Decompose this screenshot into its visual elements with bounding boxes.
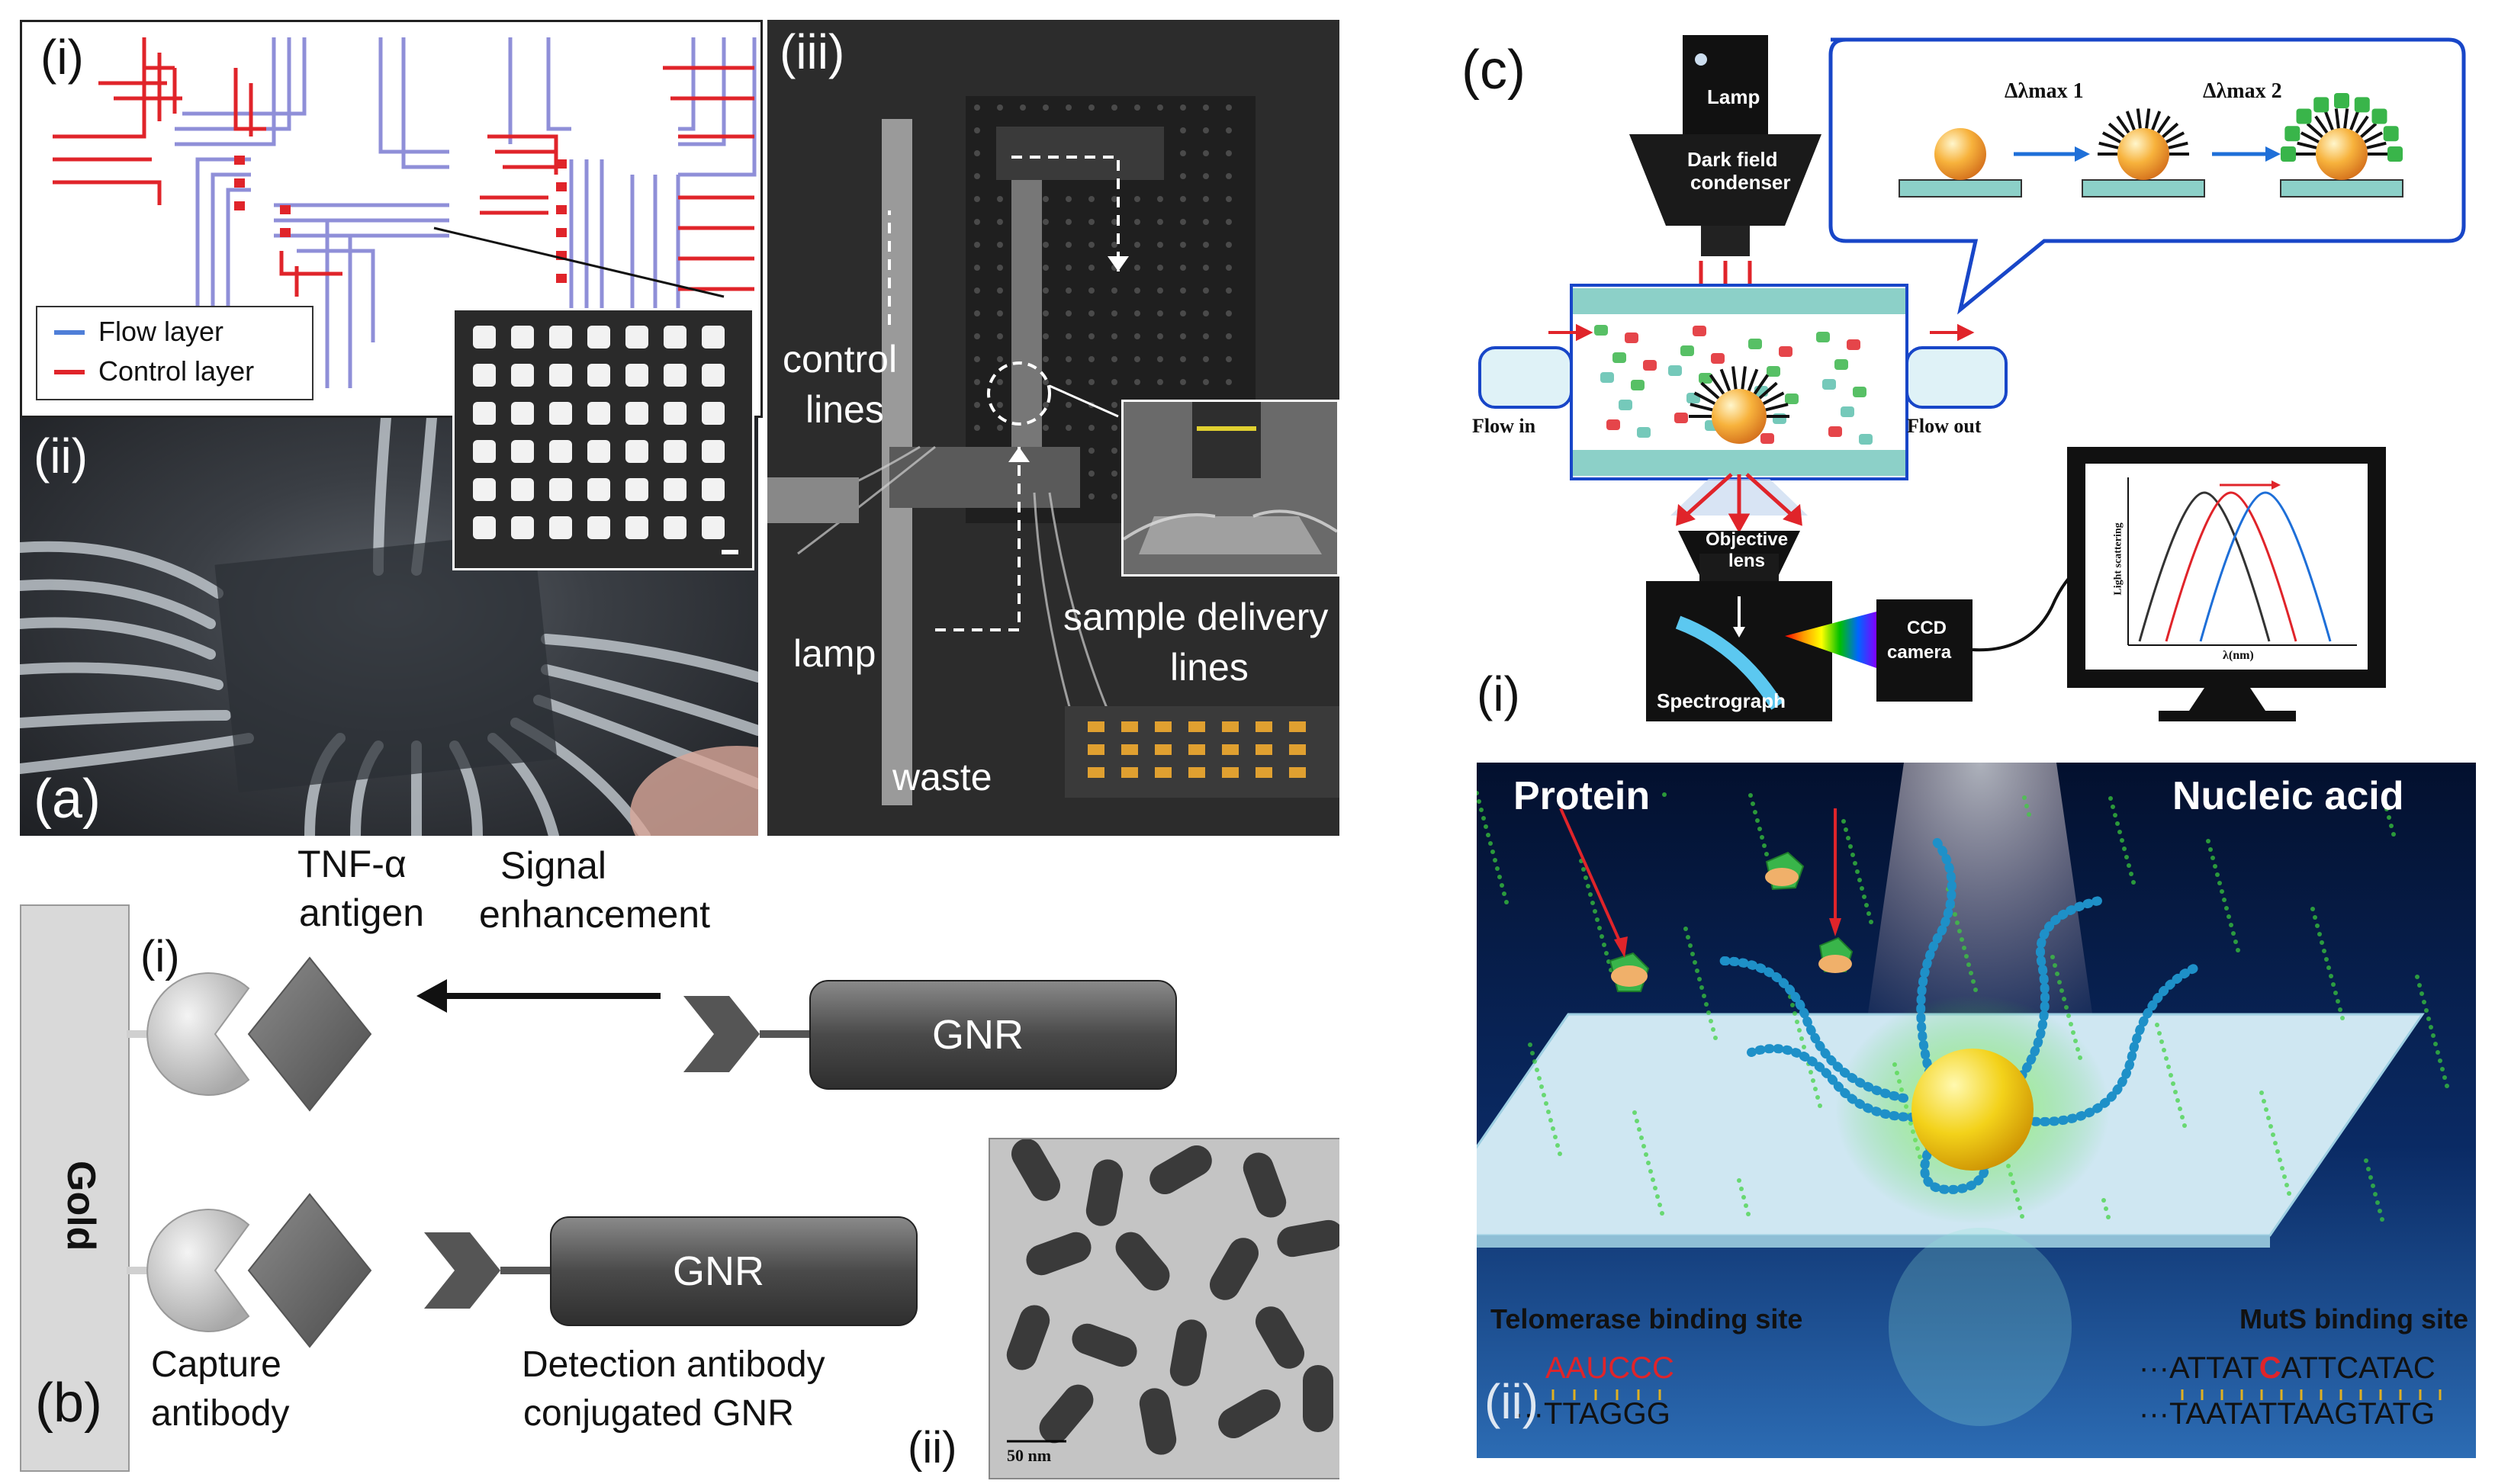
gold-substrate: [20, 904, 130, 1472]
legend-flow-swatch: [54, 330, 85, 335]
pillar-array-inset: [452, 308, 754, 570]
subpanel-c-ii-label: (ii): [1484, 1374, 1539, 1429]
signal-label-2: enhancement: [479, 893, 711, 936]
label-lamp: lamp: [793, 632, 876, 675]
detection-label-1: Detection antibody: [522, 1344, 825, 1385]
seq-right-top-c: ATTCATAC: [2281, 1351, 2436, 1385]
condenser-label-2: condenser: [1690, 171, 1791, 194]
flow-in-label: Flow in: [1472, 415, 1536, 437]
pillar-grid: [473, 326, 738, 554]
setup-inset: [1121, 400, 1339, 577]
assay-diagram: [127, 956, 1177, 1348]
panel-b-letter: (b): [35, 1373, 102, 1434]
label-control-lines-2: lines: [805, 388, 884, 431]
render-illustration: [1477, 763, 2449, 1426]
tem-image: 50 nm: [989, 1138, 1339, 1479]
detection-antibody-top: [683, 996, 760, 1072]
delta2-label: Δλmax 2: [2203, 79, 2282, 103]
panel-c-letter: (c): [1461, 40, 1526, 101]
subpanel-b-ii-label: (ii): [908, 1423, 957, 1473]
label-waste: waste: [892, 756, 992, 798]
objective-label-1: Objective: [1706, 529, 1789, 550]
muts-label: MutS binding site: [2239, 1303, 2468, 1335]
seq-right-bottom: ···TAATATTAAGTATG: [2139, 1397, 2436, 1431]
gnr-bottom-label: GNR: [673, 1248, 764, 1294]
capture-label-2: antibody: [151, 1393, 290, 1434]
subpanel-a-i-label: (i): [40, 30, 84, 85]
legend-box: Flow layer Control layer: [36, 306, 313, 400]
plot-ylabel: Light scattering: [2112, 522, 2124, 596]
label-sample-1: sample delivery: [1063, 596, 1329, 638]
chip-channel-diagram: [53, 37, 757, 388]
seq-right-top-a: ···ATTAT: [2139, 1351, 2259, 1385]
ccd-label-2: camera: [1887, 642, 1952, 663]
nanoparticle-render: Protein Nucleic acid Telomerase binding …: [1477, 763, 2476, 1458]
seq-right-top-mismatch: C: [2259, 1351, 2281, 1385]
panel-a-letter: (a): [34, 769, 101, 830]
tubing-illustration: [20, 418, 758, 836]
seq-left-bottom: ···TTAGGG: [1513, 1397, 1670, 1431]
seq-right-top: ···ATTATCATTCATAC: [2139, 1353, 2436, 1383]
gold-nanoparticle: [1911, 1049, 2034, 1171]
darkfield-diagram: [1478, 35, 2466, 721]
subpanel-a-iii-label: (iii): [780, 24, 845, 79]
legend-control-label: Control layer: [98, 355, 255, 387]
protein-label: Protein: [1513, 774, 1651, 818]
ccd-label-1: CCD: [1907, 618, 1947, 638]
telomerase-label: Telomerase binding site: [1490, 1303, 1803, 1335]
detection-label-2: conjugated GNR: [523, 1393, 794, 1434]
chip-layout-panel: Flow layer Control layer (i): [20, 20, 763, 418]
lamp-label: Lamp: [1707, 85, 1760, 108]
subpanel-a-ii-label: (ii): [34, 429, 88, 483]
arrow-head: [416, 979, 447, 1013]
spectrograph-label: Spectrograph: [1657, 689, 1786, 712]
setup-photo: (iii) control lines lamp sample delivery…: [767, 20, 1339, 836]
seq-left-top: AAUCCC: [1545, 1351, 1674, 1385]
tnf-label-1: TNF-α: [297, 843, 407, 885]
scale-bar-label: 50 nm: [1007, 1446, 1052, 1465]
flow-channels: [175, 37, 757, 388]
capture-antibody-top: [146, 972, 250, 1096]
antigen-bottom: [247, 1193, 372, 1348]
label-control-lines-1: control: [783, 338, 898, 381]
legend-flow-label: Flow layer: [98, 316, 224, 347]
tnf-label-2: antigen: [299, 891, 425, 934]
condenser-label-1: Dark field: [1687, 148, 1778, 171]
antigen-top: [247, 956, 372, 1112]
condenser-body: [1629, 134, 1821, 226]
detection-antibody-bottom: [424, 1232, 500, 1309]
nucleic-label: Nucleic acid: [2172, 774, 2404, 818]
gnr-top-label: GNR: [932, 1012, 1024, 1058]
flow-out-label: Flow out: [1907, 415, 1982, 437]
subpanel-b-i-label: (i): [140, 932, 180, 981]
subpanel-c-i-label: (i): [1477, 667, 1520, 721]
capture-antibody-bottom: [146, 1209, 250, 1332]
gnr-bottom: [550, 1216, 918, 1326]
capture-label-1: Capture: [151, 1344, 281, 1385]
valves: [234, 156, 567, 283]
darkfield-setup-panel: (c) Lamp Dark field condenser Δλmax 1 Δλ…: [1449, 20, 2479, 737]
ccd-camera: [1876, 599, 1973, 702]
flow-chamber: [1570, 284, 1908, 480]
gnr-top: [809, 980, 1177, 1090]
legend-control-swatch: [54, 370, 85, 374]
label-sample-2: lines: [1170, 646, 1249, 689]
objective-label-2: lens: [1728, 551, 1766, 571]
plot-xlabel: λ(nm): [2223, 649, 2254, 662]
delta1-label: Δλmax 1: [2005, 79, 2084, 103]
signal-label-1: Signal: [500, 844, 606, 887]
assay-schematic-panel: Gold (i) TNF-α antigen Si: [20, 839, 1339, 1479]
lamp-body: [1683, 35, 1768, 134]
